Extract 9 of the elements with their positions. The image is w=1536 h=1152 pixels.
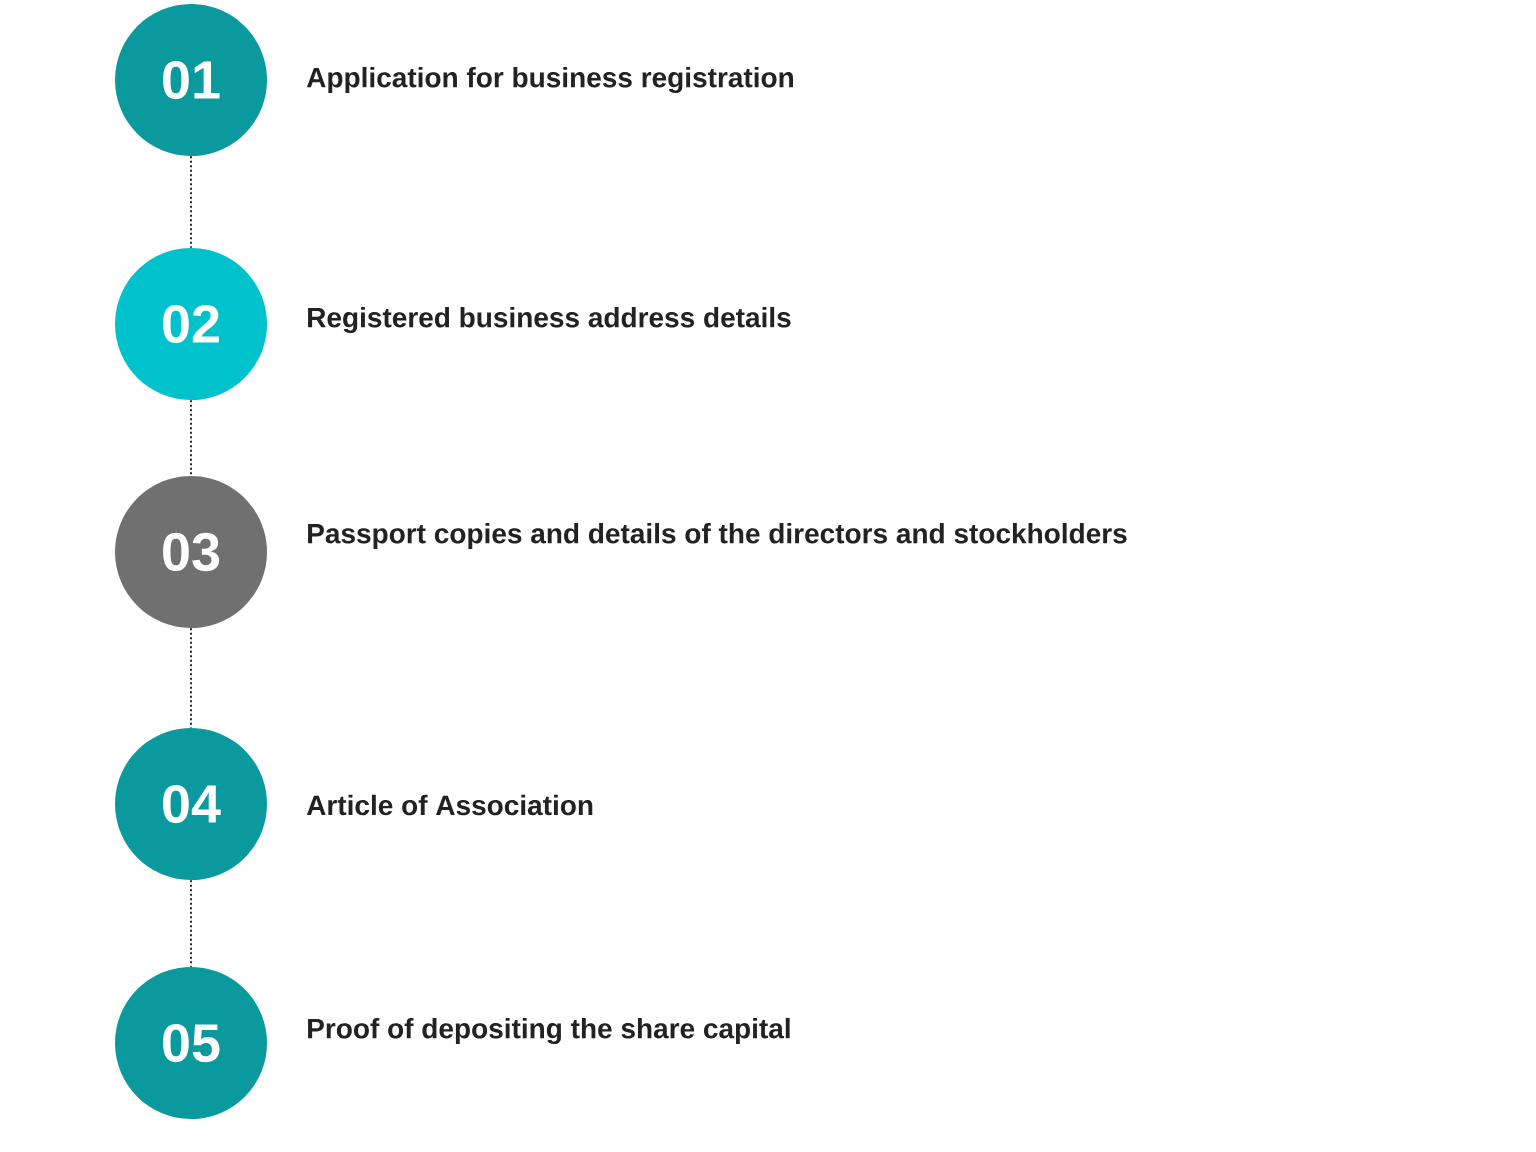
step-label: Passport copies and details of the directors and stockholders xyxy=(308,522,1127,550)
step-label: Proof of depositing the share capital xyxy=(308,1017,790,1045)
connector-line xyxy=(190,399,192,477)
connector-line xyxy=(190,627,192,729)
connector-line xyxy=(190,879,192,968)
step-label: Application for business registration xyxy=(306,66,793,94)
connector-line xyxy=(190,155,192,249)
step-label: Registered business address details xyxy=(308,306,791,334)
step-label: Article of Association xyxy=(306,794,593,816)
